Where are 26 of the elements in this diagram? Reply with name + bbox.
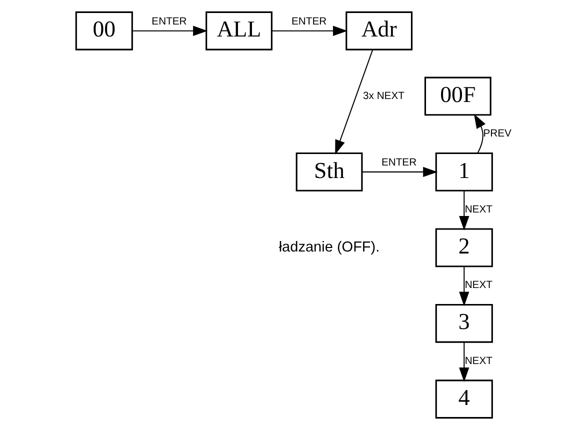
label: ładzanie (OFF). xyxy=(278,240,380,256)
arrow xyxy=(458,190,469,231)
node-box: 2 xyxy=(434,228,492,268)
edge-label: PREV xyxy=(482,128,511,140)
node-box: ALL xyxy=(205,11,272,50)
node-box: Adr xyxy=(345,11,412,50)
edge-label: ENTER xyxy=(151,16,186,28)
node-box: 3 xyxy=(434,304,492,343)
node-box: Sth xyxy=(295,152,362,192)
edge-label: NEXT xyxy=(464,280,492,292)
edge-label: ENTER xyxy=(290,16,326,28)
node-box: 00 xyxy=(74,11,132,50)
arrow xyxy=(473,114,486,154)
edge-label: NEXT xyxy=(464,204,492,216)
node-box: 00F xyxy=(424,76,491,116)
edge-label: NEXT xyxy=(464,356,492,367)
node-box: 1 xyxy=(434,152,492,192)
edge-label: ENTER xyxy=(380,158,416,169)
arrow xyxy=(458,342,469,382)
node-box: 4 xyxy=(434,380,492,419)
arrow xyxy=(271,26,348,36)
arrow xyxy=(458,266,469,306)
edge-label: 3x NEXT xyxy=(362,90,404,102)
arrow xyxy=(362,166,438,178)
arrow xyxy=(334,50,373,155)
arrow xyxy=(132,26,208,36)
